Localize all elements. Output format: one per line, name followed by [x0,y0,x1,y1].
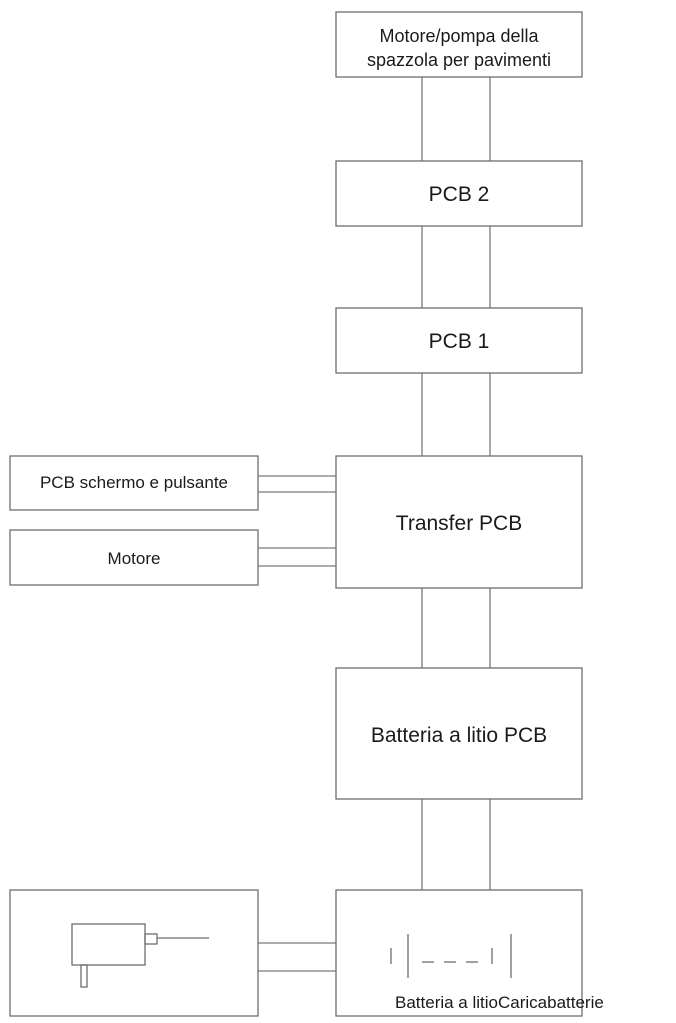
block-motor: Motore [9,529,259,586]
block-battery-charger-label: Batteria a litioCaricabatterie [395,993,604,1012]
block-pcb2: PCB 2 [335,160,583,227]
block-pcb1-label: PCB 1 [429,330,490,353]
battery-cell-icon [390,934,512,978]
block-floor-brush-motor-pump: Motore/pompa della spazzola per paviment… [335,11,583,78]
connector-transfer-to-battery-pcb [421,588,491,668]
connector-pcb1-to-transfer-pcb [421,373,491,456]
block-charger [9,889,259,1017]
block-transfer-pcb-label: Transfer PCB [396,512,522,535]
block-pcb1: PCB 1 [335,307,583,374]
block-floor-brush-motor-pump-line1: Motore/pompa della [379,26,539,46]
connector-battery-pcb-to-battery-charger [421,799,491,890]
block-lithium-battery-pcb-label: Batteria a litio PCB [371,724,547,747]
block-battery-charger: Batteria a litioCaricabatterie [335,889,604,1017]
block-screen-button-pcb-label: PCB schermo e pulsante [40,473,228,492]
block-lithium-battery-pcb: Batteria a litio PCB [335,667,583,800]
connector-pcb2-to-pcb1 [421,226,491,308]
block-floor-brush-motor-pump-line2: spazzola per pavimenti [367,50,551,70]
block-screen-button-pcb: PCB schermo e pulsante [9,455,259,511]
connector-charger-to-battery [258,942,336,972]
connector-screen-pcb-to-transfer [258,475,336,493]
block-pcb2-label: PCB 2 [429,183,490,206]
connector-motor-to-transfer [258,547,336,567]
block-motor-label: Motore [108,549,161,568]
charger-plug-icon [71,923,209,988]
connector-floor-motor-to-pcb2 [421,77,491,161]
block-transfer-pcb: Transfer PCB [335,455,583,589]
